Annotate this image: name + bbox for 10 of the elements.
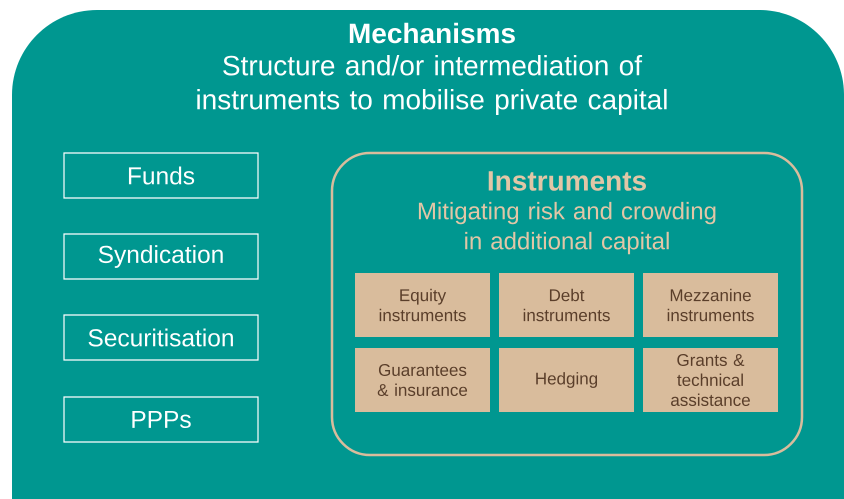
mechanism-box: Syndication <box>63 233 259 280</box>
instrument-tile: Guarantees & insurance <box>355 348 490 412</box>
instrument-tile: Mezzanine instruments <box>643 273 778 337</box>
instrument-tile: Grants & technical assistance <box>643 348 778 412</box>
instrument-tile: Hedging <box>499 348 634 412</box>
instrument-tile: Equity instruments <box>355 273 490 337</box>
instrument-tile: Debt instruments <box>499 273 634 337</box>
mechanism-box: Securitisation <box>63 314 259 361</box>
mechanism-box: PPPs <box>63 396 259 443</box>
mechanism-box: Funds <box>63 152 259 199</box>
